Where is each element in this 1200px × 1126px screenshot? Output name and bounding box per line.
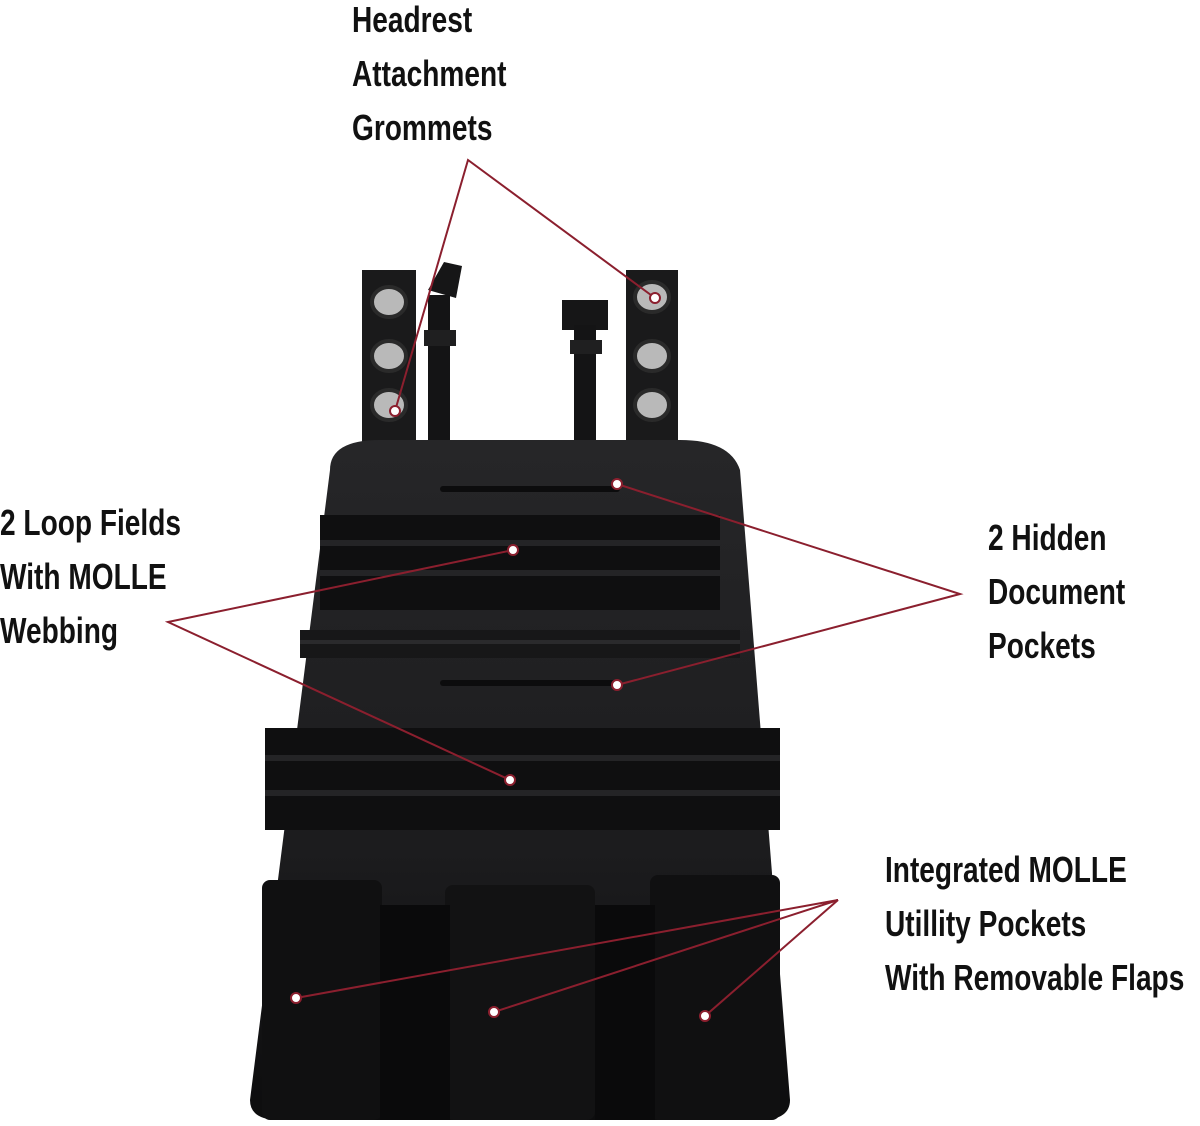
callout-line: Integrated MOLLE: [885, 849, 1127, 890]
leader-hidden-pockets: [616, 483, 964, 686]
callout-utility-pockets: Integrated MOLLE Utillity Pockets With R…: [885, 843, 1184, 1005]
leader-headrest: [394, 158, 656, 412]
hidden-pocket-top: [440, 486, 620, 492]
hidden-pocket-bottom: [440, 680, 620, 686]
leader-loop-fields: [164, 549, 514, 781]
callout-line: Attachment: [352, 53, 507, 94]
callout-line: 2 Loop Fields: [0, 502, 181, 543]
leader-lines: [164, 158, 964, 1017]
callout-line: Pockets: [988, 625, 1096, 666]
callout-line: With Removable Flaps: [885, 957, 1185, 998]
callout-line: Headrest: [352, 0, 473, 40]
utility-pockets: [262, 875, 780, 1120]
leader-utility-right: [704, 899, 839, 1017]
molle-webbing-row: [300, 630, 740, 658]
lower-loop-field: [265, 728, 780, 830]
left-buckle-strap: [424, 262, 462, 475]
callout-line: 2 Hidden: [988, 517, 1107, 558]
callout-line: Grommets: [352, 107, 493, 148]
callout-line: Document: [988, 571, 1126, 612]
callout-line: With MOLLE: [0, 556, 167, 597]
callout-dots: [290, 292, 711, 1022]
callout-headrest-grommets: Headrest Attachment Grommets: [352, 0, 506, 155]
upper-loop-field: [320, 515, 720, 610]
right-grommet-strap: [626, 270, 678, 470]
callout-line: Webbing: [0, 610, 119, 651]
callout-hidden-pockets: 2 Hidden Document Pockets: [988, 511, 1125, 673]
callout-loop-fields: 2 Loop Fields With MOLLE Webbing: [0, 496, 181, 658]
right-buckle-strap: [562, 300, 608, 475]
callout-line: Utillity Pockets: [885, 903, 1087, 944]
